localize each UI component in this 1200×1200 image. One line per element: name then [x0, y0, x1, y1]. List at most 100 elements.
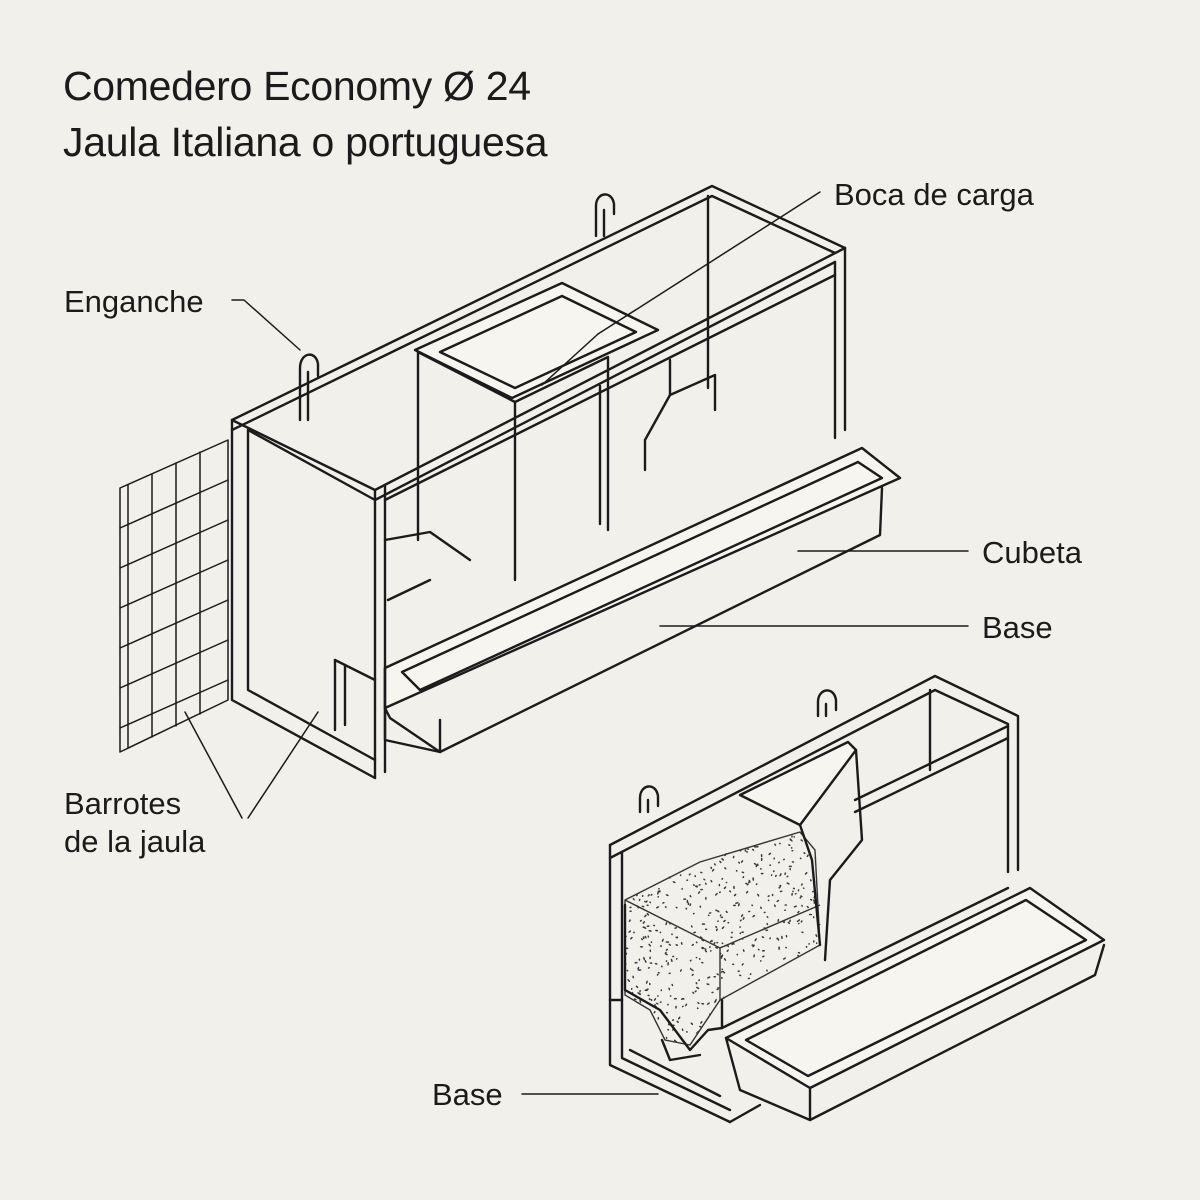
seed-dot: [690, 969, 694, 972]
seed-dot: [634, 961, 638, 964]
seed-dot: [790, 847, 793, 849]
seed-dot: [710, 866, 713, 870]
seed-dot: [779, 884, 782, 887]
seed-dot: [642, 936, 645, 940]
seed-dot: [630, 936, 633, 940]
seed-dot: [695, 956, 698, 959]
seed-dot: [664, 905, 667, 909]
seed-dot: [657, 896, 660, 898]
seed-dot: [739, 919, 742, 922]
seed-dot: [746, 850, 748, 853]
seed-dot: [626, 969, 629, 972]
seed-dot: [815, 942, 818, 945]
seed-dot: [692, 912, 695, 915]
seed-dot: [683, 898, 687, 901]
seed-dot: [721, 976, 723, 980]
seed-dot: [686, 899, 689, 904]
seed-dot: [741, 931, 744, 934]
seed-dot: [755, 883, 758, 886]
seed-dot: [706, 1002, 710, 1005]
seed-dot: [711, 991, 714, 994]
seed-dot: [711, 868, 715, 872]
seed-dot: [642, 926, 645, 929]
seed-dot: [788, 865, 792, 868]
seed-dot: [708, 912, 712, 914]
seed-dot: [680, 997, 685, 1000]
seed-dot: [694, 990, 697, 993]
seed-dot: [650, 941, 653, 944]
seed-dot: [738, 974, 742, 977]
seed-dot: [791, 849, 794, 852]
leader-lines: [184, 191, 969, 1095]
lower-trough: [724, 886, 1106, 1090]
seed-dot: [761, 955, 765, 958]
seed-dot: [721, 926, 725, 930]
seed-dot: [774, 843, 777, 846]
seed-dot: [779, 842, 781, 845]
seed-dot: [628, 919, 631, 923]
seed-dot: [655, 929, 659, 932]
seed-dot: [638, 958, 641, 961]
seed-dot: [785, 946, 788, 949]
seed-dot: [637, 966, 640, 970]
seed-dot: [752, 944, 755, 948]
seed-dot: [801, 931, 804, 934]
seed-dot: [704, 882, 707, 885]
seed-dot: [741, 963, 744, 966]
seed-dot: [647, 994, 650, 997]
seed-dot: [699, 905, 702, 908]
seed-dot: [665, 960, 668, 963]
seed-dot: [730, 936, 733, 939]
seed-dot: [721, 877, 724, 880]
seed-dot: [798, 919, 801, 922]
seed-dot: [649, 962, 653, 964]
seed-dot: [664, 951, 667, 955]
seed-dot: [720, 946, 724, 949]
seed-dot: [653, 998, 657, 1001]
seed-dot: [668, 943, 672, 946]
label-base-lower: Base: [432, 1077, 503, 1112]
seed-dot: [691, 973, 694, 976]
seed-dot: [704, 949, 708, 953]
seed-dot: [648, 982, 651, 986]
seed-dot: [722, 996, 725, 999]
seed-dot: [799, 896, 802, 899]
seed-dot: [714, 1000, 716, 1004]
seed-dot: [669, 922, 672, 925]
seed-dot: [674, 1040, 677, 1043]
seed-dot: [701, 923, 706, 925]
seed-dot: [706, 983, 710, 986]
seed-dot: [644, 935, 647, 939]
seed-dot: [707, 976, 711, 979]
seed-dot: [657, 1016, 660, 1020]
seed-dot: [792, 890, 794, 893]
seed-dot: [659, 945, 663, 947]
seed-dot: [725, 910, 728, 914]
seed-dot: [704, 928, 708, 931]
seed-dot: [698, 979, 700, 982]
seed-dot: [782, 921, 785, 924]
seed-dot: [757, 893, 760, 897]
seed-dot: [671, 933, 673, 936]
seed-dot: [681, 888, 683, 890]
seed-dot: [690, 1022, 694, 1025]
seed-dot: [742, 916, 745, 920]
seed-dot: [676, 1020, 679, 1023]
seed-dot: [644, 900, 646, 903]
seed-dot: [815, 934, 818, 938]
seed-dot: [670, 958, 673, 963]
leader-barrotes: [184, 711, 243, 819]
seed-dot: [771, 893, 774, 897]
seed-dot: [629, 910, 632, 913]
seed-dot: [723, 958, 727, 961]
seed-dot: [643, 956, 645, 961]
seed-dot: [627, 979, 630, 982]
seed-dot: [639, 946, 644, 948]
label-barrotes-line-1: Barrotes: [64, 786, 182, 821]
seed-dot: [698, 957, 701, 960]
hook-left: [298, 353, 320, 422]
seed-dot: [654, 962, 658, 965]
seed-dot: [655, 1002, 659, 1005]
seed-dot: [658, 887, 660, 890]
seed-dot: [701, 939, 705, 942]
